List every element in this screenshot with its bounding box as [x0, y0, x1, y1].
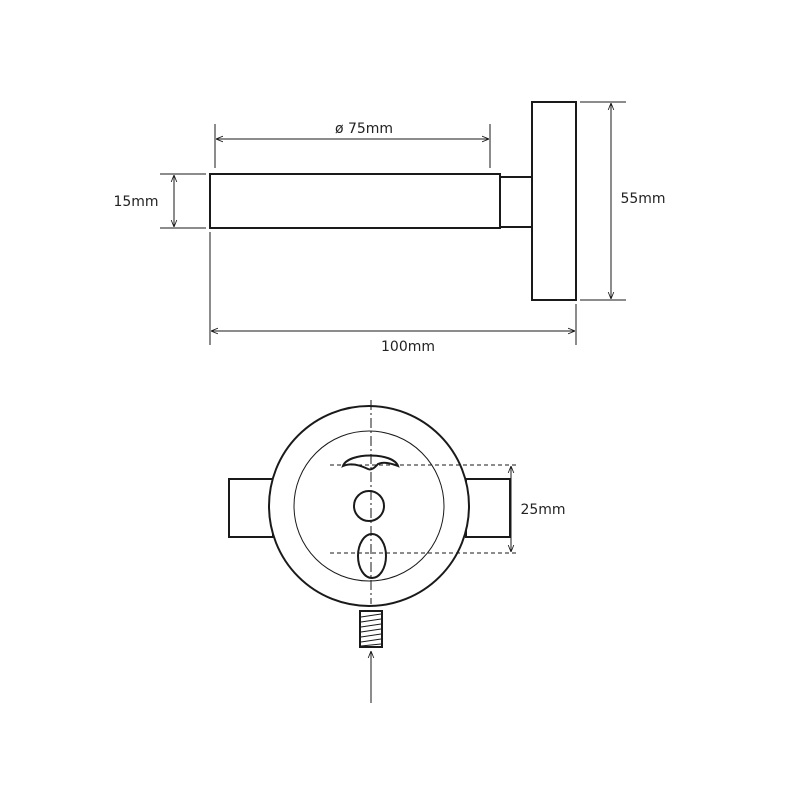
diameter-dimension: ø 75mm: [214, 121, 491, 168]
center-hole: [353, 490, 385, 522]
rod-neck: [499, 176, 533, 228]
spacing-dimension: 25mm: [511, 466, 566, 552]
right-rod-stub: [465, 478, 511, 538]
outer-flange-circle: [268, 405, 470, 607]
top-keyhole-slot: [341, 454, 400, 471]
height-label: 15mm: [113, 194, 158, 210]
diameter-label: ø 75mm: [335, 121, 393, 137]
wall-flange: [531, 101, 577, 301]
flange-label: 55mm: [620, 191, 665, 207]
length-label: 100mm: [381, 339, 435, 355]
set-screw: [359, 610, 383, 648]
rod: [209, 173, 501, 229]
flange-dimension: 55mm: [580, 101, 666, 301]
inner-circle: [293, 430, 445, 582]
length-dimension: 100mm: [209, 232, 577, 355]
front-view: 25mm: [228, 400, 566, 703]
spacing-label: 25mm: [520, 502, 565, 518]
height-dimension: 15mm: [113, 173, 206, 229]
side-view: ø 75mm 15mm 55mm 100mm: [113, 101, 666, 355]
bottom-oval-slot: [357, 533, 387, 579]
left-rod-stub: [228, 478, 274, 538]
